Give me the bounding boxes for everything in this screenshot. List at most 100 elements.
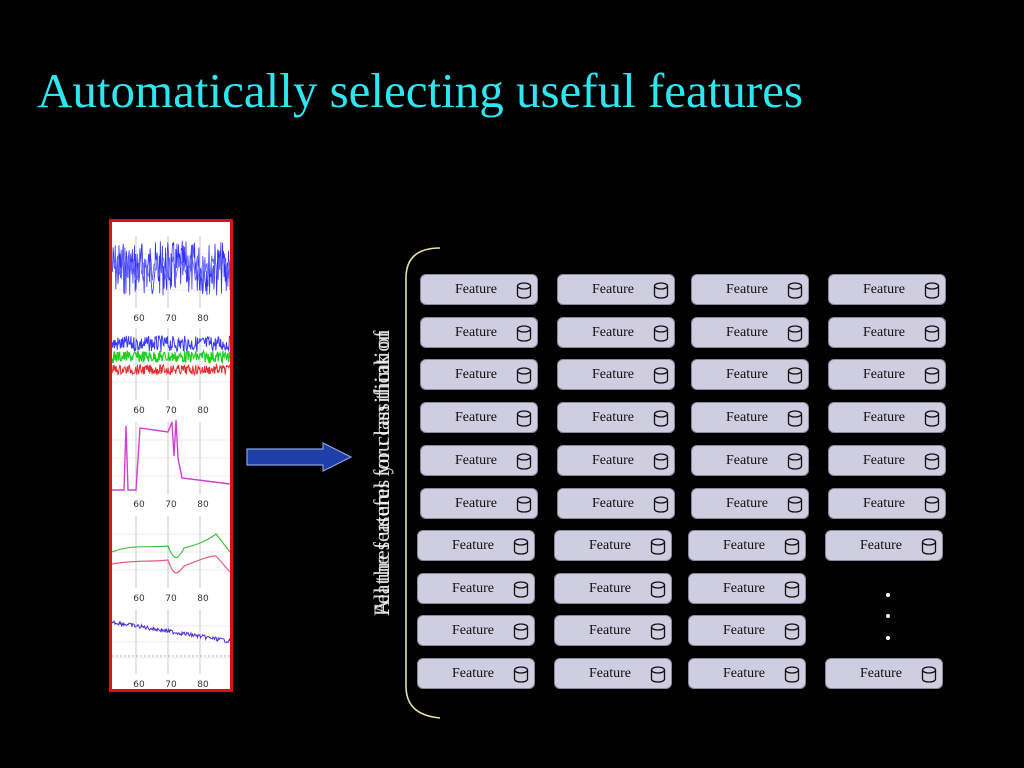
feature-box: Feature: [420, 274, 538, 305]
feature-label: Feature: [726, 453, 768, 468]
signal-trace: [112, 619, 230, 644]
feature-label: Feature: [863, 410, 905, 425]
feature-box: Feature: [828, 488, 946, 519]
feature-label: Feature: [863, 325, 905, 340]
feature-label: Feature: [726, 282, 768, 297]
database-icon: [787, 325, 803, 342]
database-icon: [650, 581, 666, 598]
feature-box: Feature: [417, 573, 535, 604]
feature-label: Feature: [723, 581, 765, 596]
database-icon: [653, 367, 669, 384]
signal-trace: [112, 335, 230, 353]
feature-box: Feature: [691, 445, 809, 476]
left-brace: [405, 247, 441, 719]
signal-trace: [112, 349, 230, 365]
database-icon: [516, 325, 532, 342]
database-icon: [787, 496, 803, 513]
database-icon: [784, 623, 800, 640]
tick-label: 70: [165, 500, 177, 510]
feature-box: Feature: [554, 615, 672, 646]
feature-label: Feature: [592, 453, 634, 468]
feature-box: Feature: [825, 530, 943, 561]
feature-box: Feature: [691, 317, 809, 348]
feature-label: Feature: [726, 367, 768, 382]
tick-label: 70: [165, 680, 177, 689]
feature-label: Feature: [592, 410, 634, 425]
database-icon: [924, 325, 940, 342]
feature-label: Feature: [452, 538, 494, 553]
signal-trace: [112, 555, 230, 574]
ellipsis-dot: [886, 593, 890, 597]
tick-label: 80: [197, 314, 209, 324]
feature-box: Feature: [554, 658, 672, 689]
feature-box: Feature: [691, 488, 809, 519]
feature-label: Feature: [860, 666, 902, 681]
feature-label: Feature: [860, 538, 902, 553]
feature-box: Feature: [688, 530, 806, 561]
feature-label: Feature: [589, 623, 631, 638]
feature-box: Feature: [420, 402, 538, 433]
feature-box: Feature: [557, 402, 675, 433]
ellipsis-dot: [886, 614, 890, 618]
feature-label: Feature: [455, 410, 497, 425]
feature-box: Feature: [557, 445, 675, 476]
database-icon: [787, 282, 803, 299]
tick-label: 60: [133, 500, 145, 510]
feature-label: Feature: [452, 623, 494, 638]
tick-label: 80: [197, 406, 209, 416]
feature-label: Feature: [592, 325, 634, 340]
feature-label: Feature: [452, 581, 494, 596]
database-icon: [650, 623, 666, 640]
feature-box: Feature: [417, 530, 535, 561]
feature-box: Feature: [688, 658, 806, 689]
tick-label: 60: [133, 314, 145, 324]
database-icon: [650, 666, 666, 683]
signal-trace: [112, 362, 230, 377]
feature-label: Feature: [592, 496, 634, 511]
database-icon: [924, 410, 940, 427]
feature-label: Feature: [452, 666, 494, 681]
feature-label: Feature: [455, 367, 497, 382]
tick-label: 70: [165, 594, 177, 604]
tick-label: 70: [165, 314, 177, 324]
database-icon: [653, 410, 669, 427]
feature-box: Feature: [557, 488, 675, 519]
feature-label: Feature: [726, 325, 768, 340]
feature-box: Feature: [688, 573, 806, 604]
feature-label: Feature: [726, 496, 768, 511]
signal-trace: [112, 419, 230, 491]
database-icon: [513, 581, 529, 598]
feature-label: Feature: [455, 282, 497, 297]
database-icon: [924, 496, 940, 513]
database-icon: [513, 623, 529, 640]
feature-label: Feature: [592, 367, 634, 382]
feature-box: Feature: [420, 488, 538, 519]
database-icon: [787, 453, 803, 470]
slide-title: Automatically selecting useful features: [37, 63, 804, 118]
feature-box: Feature: [417, 658, 535, 689]
tick-label: 60: [133, 594, 145, 604]
feature-label: Feature: [455, 325, 497, 340]
database-icon: [653, 282, 669, 299]
tick-label: 80: [197, 500, 209, 510]
database-icon: [513, 538, 529, 555]
feature-label: Feature: [723, 666, 765, 681]
feature-box: Feature: [420, 445, 538, 476]
feature-label: Feature: [863, 453, 905, 468]
database-icon: [784, 538, 800, 555]
ellipsis-dot: [886, 636, 890, 640]
feature-label: Feature: [589, 538, 631, 553]
feature-box: Feature: [554, 573, 672, 604]
feature-box: Feature: [828, 317, 946, 348]
right-arrow-icon: [246, 442, 353, 472]
database-icon: [784, 581, 800, 598]
tick-label: 80: [197, 680, 209, 689]
tick-label: 60: [133, 406, 145, 416]
feature-label: Feature: [863, 282, 905, 297]
feature-label: Feature: [726, 410, 768, 425]
feature-box: Feature: [828, 274, 946, 305]
database-icon: [516, 410, 532, 427]
database-icon: [653, 453, 669, 470]
